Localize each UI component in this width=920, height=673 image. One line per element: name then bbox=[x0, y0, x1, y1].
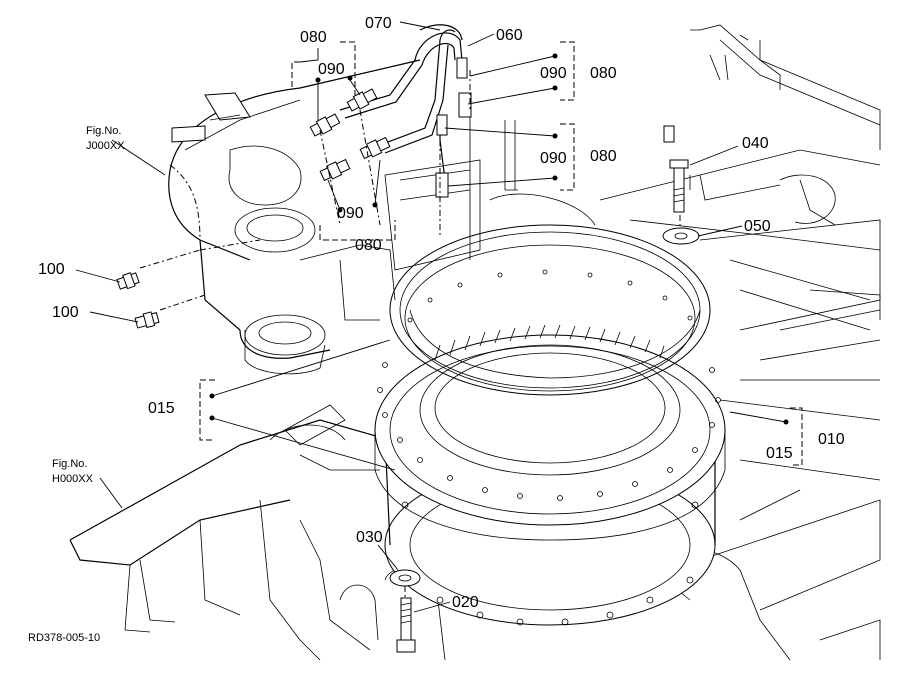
fitting-100-b bbox=[134, 311, 160, 329]
fitting-090-c bbox=[319, 158, 351, 182]
callout-090-b: 090 bbox=[540, 65, 567, 82]
callout-010: 010 bbox=[818, 431, 845, 448]
callout-100-a: 100 bbox=[38, 261, 65, 278]
fitting-090-g bbox=[435, 172, 449, 198]
fig-ref-h-line1: Fig.No. bbox=[52, 458, 87, 470]
callout-050: 050 bbox=[744, 218, 771, 235]
callout-090-a: 090 bbox=[318, 61, 345, 78]
fitting-090-f bbox=[436, 114, 448, 136]
figure-code: RD378-005-10 bbox=[28, 632, 100, 644]
lower-frame-outline bbox=[69, 404, 881, 661]
callout-080-c: 080 bbox=[590, 148, 617, 165]
fitting-090-d bbox=[359, 136, 391, 160]
callout-080-d: 080 bbox=[355, 237, 382, 254]
fitting-060 bbox=[456, 57, 468, 79]
fig-ref-h-line2: H000XX bbox=[52, 473, 94, 485]
mounting-plates bbox=[171, 92, 251, 143]
ring-gear-teeth bbox=[434, 324, 665, 361]
fitting-100-a bbox=[116, 272, 140, 290]
seal-ring-holes bbox=[407, 269, 693, 323]
callout-015-a: 015 bbox=[148, 400, 175, 417]
fitting-090-b bbox=[346, 88, 378, 112]
washer-050 bbox=[662, 227, 700, 245]
callout-090-c: 090 bbox=[540, 150, 567, 167]
reference-lines bbox=[139, 70, 681, 598]
callout-090-d: 090 bbox=[337, 205, 364, 222]
callout-020: 020 bbox=[452, 594, 479, 611]
bolt-holes bbox=[377, 362, 721, 626]
leader-lines bbox=[75, 21, 787, 613]
upper-frame-outline bbox=[168, 24, 881, 421]
callout-030: 030 bbox=[356, 529, 383, 546]
group-brackets bbox=[199, 41, 803, 466]
callout-040: 040 bbox=[742, 135, 769, 152]
callout-015-b: 015 bbox=[766, 445, 793, 462]
callout-100-b: 100 bbox=[52, 304, 79, 321]
figure-references: Fig.No. J000XX Fig.No. H000XX bbox=[52, 125, 125, 485]
fitting-090-e bbox=[458, 92, 472, 118]
callout-060: 060 bbox=[496, 27, 523, 44]
callout-080-b: 080 bbox=[590, 65, 617, 82]
washer-030 bbox=[389, 569, 421, 587]
callout-dots bbox=[209, 53, 789, 425]
callout-080-a: 080 bbox=[300, 29, 327, 46]
bolt-040 bbox=[669, 159, 689, 213]
fitting-090-a bbox=[309, 113, 341, 137]
part-callout-labels: 070 060 080 090 090 080 090 080 040 090 … bbox=[38, 15, 845, 611]
pipe-fittings bbox=[116, 57, 472, 329]
bolt-020 bbox=[396, 597, 416, 653]
callout-070: 070 bbox=[365, 15, 392, 32]
fig-ref-j-line1: Fig.No. bbox=[86, 125, 121, 137]
swing-bearing-assembly bbox=[374, 224, 726, 626]
fig-ref-j-line2: J000XX bbox=[86, 140, 125, 152]
